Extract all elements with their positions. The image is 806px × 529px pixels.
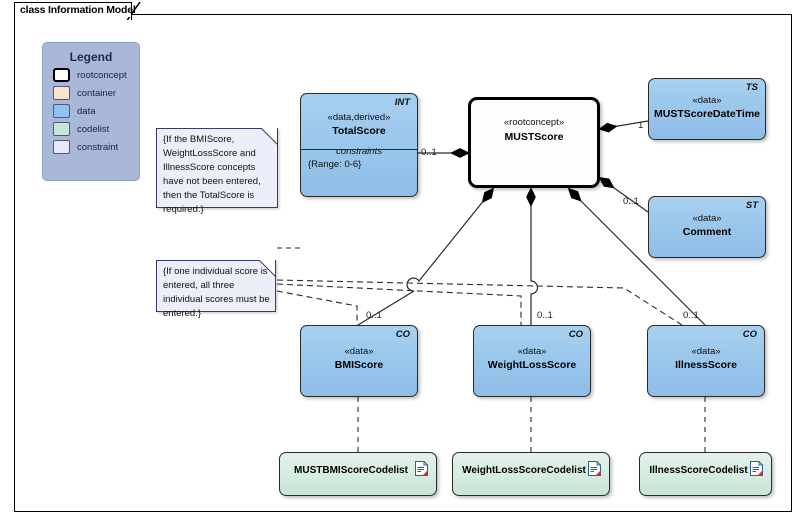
legend-label-codelist: codelist xyxy=(77,123,110,135)
mustscoredatetime-type-tag: TS xyxy=(745,82,758,93)
legend-item-container: container xyxy=(53,86,139,100)
class-node-weightloss-codelist[interactable]: WeightLossScoreCodelist xyxy=(452,452,610,496)
note-individual-scores: {If one individual score is entered, all… xyxy=(156,260,276,319)
weightloss-codelist-name: WeightLossScoreCodelist xyxy=(462,465,586,476)
legend-swatch-codelist xyxy=(53,122,70,136)
codelist-document-icon xyxy=(750,461,763,476)
codelist-document-icon xyxy=(415,461,428,476)
legend-label-constraint: constraint xyxy=(77,141,119,153)
bmiscore-name: BMIScore xyxy=(334,359,384,371)
legend-label-container: container xyxy=(77,87,117,99)
class-node-mustscore[interactable]: «rootconcept» MUSTScore xyxy=(468,97,600,188)
bmi-codelist-name: MUSTBMIScoreCodelist xyxy=(294,465,408,476)
title-tab-mask xyxy=(15,13,131,17)
diagram-title-tab xyxy=(14,2,132,22)
note-totalscore: {If the BMIScore, WeightLossScore and Il… xyxy=(156,128,278,215)
legend-label-rootconcept: rootconcept xyxy=(77,69,127,81)
page-title: class Information Model xyxy=(20,4,136,16)
comment-stereotype: «data» xyxy=(692,213,722,224)
illnessscore-name: IllnessScore xyxy=(675,359,737,371)
legend-panel: Legend rootconcept container data codeli… xyxy=(42,42,140,181)
legend-item-constraint: constraint xyxy=(53,140,139,154)
class-node-totalscore[interactable]: INT «data,derived» TotalScore constraint… xyxy=(300,93,418,197)
note-fold-icon xyxy=(261,128,278,145)
legend-swatch-rootconcept xyxy=(53,68,70,82)
totalscore-constraints-title: constraints xyxy=(336,146,382,157)
illness-codelist-name: IllnessScoreCodelist xyxy=(649,465,748,476)
illnessscore-stereotype: «data» xyxy=(691,346,721,357)
mustscore-stereotype: «rootconcept» xyxy=(503,117,565,128)
totalscore-compartment-separator xyxy=(301,149,417,150)
bmiscore-stereotype: «data» xyxy=(344,346,374,357)
multiplicity-illnessscore: 0..1 xyxy=(683,310,699,321)
note-individual-scores-text: {If one individual score is entered, all… xyxy=(163,266,270,319)
mustscoredatetime-stereotype: «data» xyxy=(692,95,722,106)
class-node-mustscoredatetime[interactable]: TS «data» MUSTScoreDateTime xyxy=(648,78,766,140)
class-node-weightlossscore[interactable]: CO «data» WeightLossScore xyxy=(473,325,591,397)
comment-type-tag: ST xyxy=(745,200,758,211)
bmiscore-type-tag: CO xyxy=(395,329,410,340)
legend-item-rootconcept: rootconcept xyxy=(53,68,139,82)
comment-name: Comment xyxy=(682,226,732,238)
mustscoredatetime-name: MUSTScoreDateTime xyxy=(653,108,760,120)
totalscore-type-tag: INT xyxy=(394,97,410,108)
legend-label-data: data xyxy=(77,105,96,117)
multiplicity-comment: 0..1 xyxy=(623,196,639,207)
mustscore-name: MUSTScore xyxy=(504,131,564,143)
totalscore-name: TotalScore xyxy=(332,125,386,137)
class-node-bmi-codelist[interactable]: MUSTBMIScoreCodelist xyxy=(279,452,437,496)
legend-swatch-data xyxy=(53,104,70,118)
note-totalscore-text: {If the BMIScore, WeightLossScore and Il… xyxy=(163,134,261,215)
legend-title: Legend xyxy=(69,50,113,64)
multiplicity-mustscoredatetime: 1 xyxy=(638,120,644,131)
class-node-illnessscore[interactable]: CO «data» IllnessScore xyxy=(647,325,765,397)
class-node-bmiscore[interactable]: CO «data» BMIScore xyxy=(300,325,418,397)
legend-swatch-container xyxy=(53,86,70,100)
class-node-comment[interactable]: ST «data» Comment xyxy=(648,196,766,258)
totalscore-constraints-body: {Range: 0-6} xyxy=(308,159,362,170)
legend-swatch-constraint xyxy=(53,140,70,154)
multiplicity-totalscore: 0..1 xyxy=(421,147,437,158)
illnessscore-type-tag: CO xyxy=(742,329,757,340)
multiplicity-bmiscore: 0..1 xyxy=(366,310,382,321)
weightlossscore-name: WeightLossScore xyxy=(487,359,577,371)
class-node-illness-codelist[interactable]: IllnessScoreCodelist xyxy=(639,452,772,496)
weightlossscore-type-tag: CO xyxy=(568,329,583,340)
multiplicity-weightlossscore: 0..1 xyxy=(537,310,553,321)
totalscore-stereotype: «data,derived» xyxy=(327,112,391,123)
note-fold-icon xyxy=(259,260,276,277)
legend-item-data: data xyxy=(53,104,139,118)
weightlossscore-stereotype: «data» xyxy=(517,346,547,357)
legend-item-codelist: codelist xyxy=(53,122,139,136)
codelist-document-icon xyxy=(588,461,601,476)
title-tab-slant xyxy=(126,2,148,22)
